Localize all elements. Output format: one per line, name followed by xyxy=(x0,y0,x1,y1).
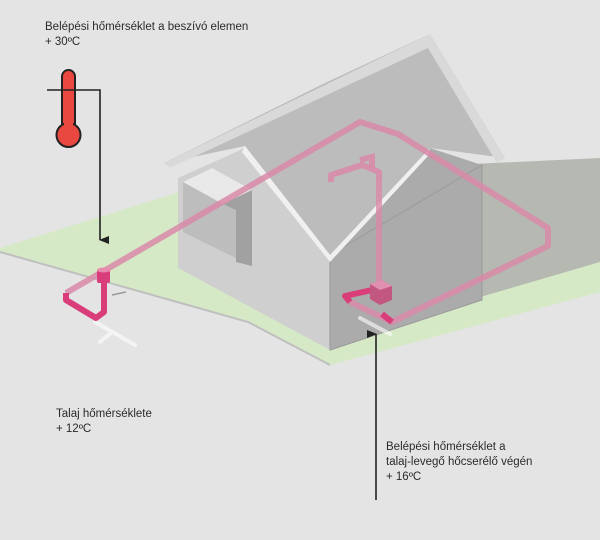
intake-label-text: Belépési hőmérséklet a beszívó elemen xyxy=(45,21,249,33)
exchanger-label-text-1: Belépési hőmérséklet a xyxy=(386,441,506,453)
exchanger-label-value: + 16ºC xyxy=(386,471,422,483)
exchanger-unit-top xyxy=(370,280,392,290)
exchanger-label-text-2: talaj-levegő hőcserélő végén xyxy=(386,456,533,468)
roof xyxy=(164,34,505,255)
pipe-shadow xyxy=(93,316,392,347)
intake-leader-arrow xyxy=(47,89,109,244)
intake-temperature-label: Belépési hőmérséklet a beszívó elemen + … xyxy=(45,20,248,50)
ground-label-value: + 12ºC xyxy=(56,423,92,435)
house-pipe-connection xyxy=(342,287,394,325)
annex-box-front xyxy=(223,190,252,266)
ground-edge xyxy=(0,251,331,366)
ground-temperature-label: Talaj hőmérséklete + 12ºC xyxy=(56,407,152,437)
intake-element xyxy=(97,270,110,283)
indoor-pipe-branch xyxy=(328,162,382,182)
intake-stake xyxy=(111,291,127,296)
roof-edge xyxy=(164,34,505,168)
gable-wall-outline xyxy=(329,164,483,351)
ground-label-text: Talaj hőmérséklete xyxy=(56,408,152,420)
thermometer-icon xyxy=(55,69,82,148)
intake-label-value: + 30ºC xyxy=(45,36,81,48)
intake-element-top xyxy=(97,267,110,273)
exchanger-temperature-label: Belépési hőmérséklet a talaj-levegő hőcs… xyxy=(386,440,532,485)
intake-pipe-riser xyxy=(63,282,107,321)
indoor-pipe-tee xyxy=(359,153,375,168)
